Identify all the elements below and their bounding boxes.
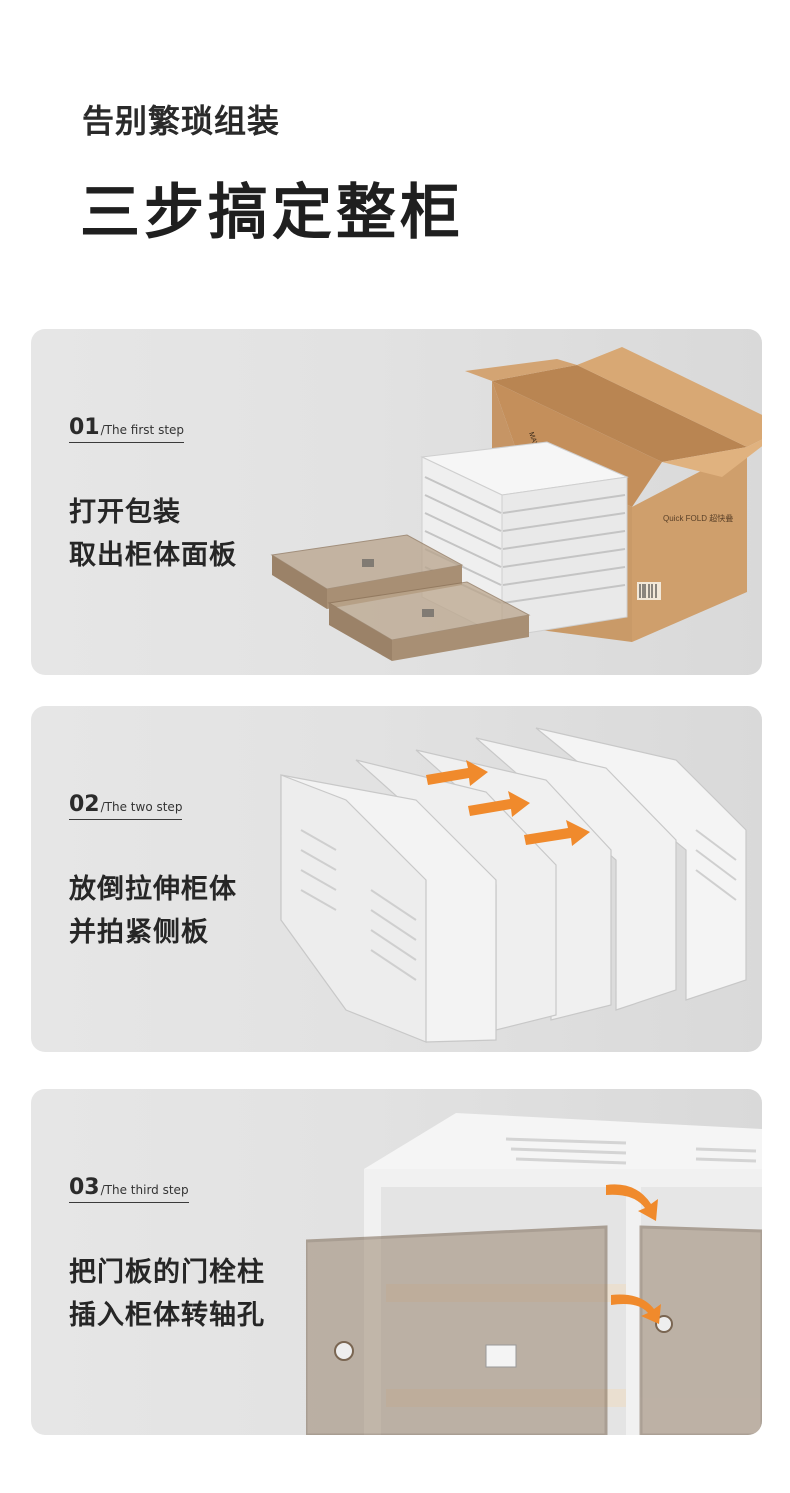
step-english: /The first step xyxy=(100,423,185,437)
arrow-icon xyxy=(606,1184,661,1324)
step-description-line: 插入柜体转轴孔 xyxy=(69,1300,265,1331)
step-label-2: 02 /The two step xyxy=(69,792,183,820)
folded-cabinet xyxy=(280,727,747,1043)
step-label-1: 01 /The first step xyxy=(69,415,185,443)
step-description-3: 把门板的门栓柱 插入柜体转轴孔 xyxy=(69,1251,265,1337)
step-number: 02 xyxy=(69,792,100,817)
unfold-illustration xyxy=(276,720,751,1045)
step-description-line: 放倒拉伸柜体 xyxy=(69,874,237,905)
step-english: /The third step xyxy=(100,1183,189,1197)
step-description-line: 并拍紧侧板 xyxy=(69,917,209,948)
page-title: 三步搞定整柜 xyxy=(80,178,464,248)
step-description-line: 取出柜体面板 xyxy=(69,540,237,571)
step-description-1: 打开包装 取出柜体面板 xyxy=(69,491,237,577)
step-card-3: 03 /The third step 把门板的门栓柱 插入柜体转轴孔 xyxy=(31,1089,762,1435)
page-subtitle: 告别繁琐组装 xyxy=(82,102,281,140)
step-label-3: 03 /The third step xyxy=(69,1175,189,1203)
panel-ridges xyxy=(300,829,737,981)
door-install-illustration xyxy=(306,1109,762,1435)
step-card-1: 01 /The first step 打开包装 取出柜体面板 Quick FOL… xyxy=(31,329,762,675)
step-description-line: 把门板的门栓柱 xyxy=(69,1257,265,1288)
arrow-icon xyxy=(426,760,590,846)
box-brand-line: Quick FOLD 超快叠 xyxy=(663,513,733,523)
step-english: /The two step xyxy=(100,800,183,814)
step-description-line: 打开包装 xyxy=(69,497,181,528)
step-number: 01 xyxy=(69,415,100,440)
step-description-2: 放倒拉伸柜体 并拍紧侧板 xyxy=(69,868,237,954)
step-card-2: 02 /The two step 放倒拉伸柜体 并拍紧侧板 xyxy=(31,706,762,1052)
door-panel xyxy=(306,1225,762,1435)
unboxing-illustration: Quick FOLD 超快叠 MAYI BOX xyxy=(267,337,762,675)
step-number: 03 xyxy=(69,1175,100,1200)
door-panel-stack xyxy=(270,534,531,661)
